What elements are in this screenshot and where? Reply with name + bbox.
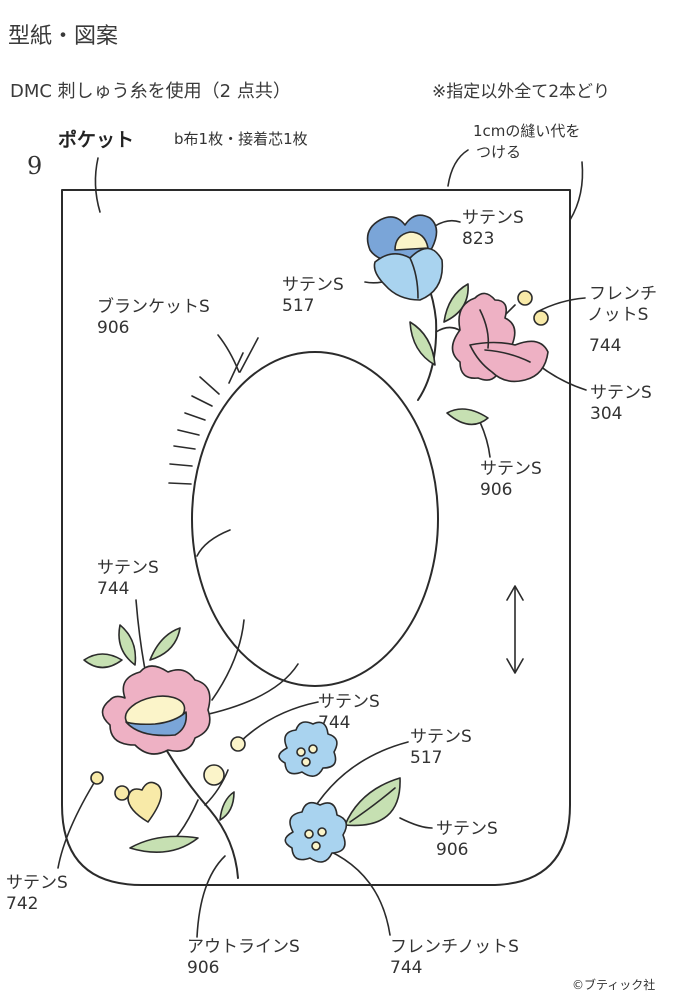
label-stitch: フレンチ	[589, 284, 657, 304]
page-title: 型紙・図案	[8, 24, 119, 49]
label-code: 304	[232, 598, 265, 618]
leaf	[344, 777, 401, 827]
label-stitch: サテンS	[436, 819, 498, 839]
label-code: 744	[390, 958, 423, 978]
leaf	[409, 321, 436, 366]
label-stitch: サテンS	[318, 692, 380, 712]
label-satin-906-bot: サテンS 906	[436, 819, 498, 861]
stem-top	[409, 254, 438, 401]
seam-line-2: つける	[476, 143, 522, 161]
label-satin-906-right: サテンS 906	[480, 459, 542, 501]
seam-leader-corner	[569, 161, 584, 221]
label-stitch: サテンS	[232, 577, 294, 597]
label-satin-744-mid: サテンS 744	[318, 692, 380, 734]
seam-line-1: 1cmの縫い代を	[473, 122, 581, 140]
blanket-stitch-marks	[168, 337, 259, 485]
label-satin-823-top: サテンS 823	[462, 208, 524, 250]
label-stitch: サテンS	[590, 383, 652, 403]
label-stitch: アウトラインS	[187, 937, 300, 957]
pink-flower-bottom	[101, 665, 211, 755]
seam-leader-right	[447, 149, 469, 187]
label-blanket-906: ブランケットS 906	[97, 297, 210, 339]
label-stitch: サテンS	[282, 275, 344, 295]
label-code: 744	[97, 579, 130, 599]
label-cutout: くり抜く	[233, 512, 301, 532]
label-stitch: サテンS	[6, 873, 68, 893]
label-satin-742: サテンS 742	[6, 873, 68, 915]
label-stitch: サテンS	[97, 558, 159, 578]
seam-leader-left	[94, 157, 101, 213]
label-satin-744-left: サテンS 744	[97, 558, 159, 600]
leaf	[443, 283, 469, 323]
label-stitch: サテンS	[480, 459, 542, 479]
label-french-744-top: フレンチ ノットS 744	[587, 284, 657, 357]
strand-note: ※指定以外全て2本どり	[432, 82, 611, 102]
label-stitch: フレンチノットS	[390, 937, 519, 957]
label-code: 906	[97, 318, 130, 338]
label-stitch: ブランケットS	[97, 297, 210, 317]
label-code: 906	[480, 480, 513, 500]
leaf	[219, 791, 235, 821]
leaf	[83, 653, 123, 669]
heart	[127, 781, 163, 823]
grain-arrow	[506, 585, 524, 674]
leaf	[446, 408, 489, 426]
label-french-744-bot: フレンチノットS 744	[390, 937, 519, 979]
label-code: 304	[590, 404, 623, 424]
label-code: 517	[282, 296, 315, 316]
pocket-spec: b布1枚・接着芯1枚	[174, 130, 308, 148]
pattern-number: 9	[27, 152, 43, 180]
label-satin-304-mid: サテンS 304	[232, 577, 294, 619]
label-code: 744	[589, 336, 622, 356]
label-code: 517	[410, 748, 443, 768]
label-code: 823	[292, 651, 325, 671]
seam-allowance-label: 1cmの縫い代を つける	[473, 121, 580, 163]
blue-flower-top	[366, 214, 444, 301]
label-code: 906	[436, 840, 469, 860]
thread-note: DMC 刺しゅう糸を使用（2 点共）	[10, 81, 291, 102]
label-stitch: サテンS	[410, 727, 472, 747]
label-satin-517-top: サテンS 517	[282, 275, 344, 317]
label-code: 744	[318, 713, 351, 733]
copyright: ©ブティック社	[572, 978, 656, 992]
pocket-title: ポケット	[58, 129, 135, 151]
leaf	[129, 835, 199, 854]
label-outline-906: アウトラインS 906	[187, 937, 300, 979]
leaf	[118, 624, 137, 666]
label-satin-517-bot: サテンS 517	[410, 727, 472, 769]
label-code: 742	[6, 894, 39, 914]
label-stitch-2: ノットS	[587, 305, 649, 325]
label-stitch: サテンS	[292, 630, 354, 650]
label-satin-304-right: サテンS 304	[590, 383, 652, 425]
leaf	[149, 627, 181, 661]
label-code: 906	[187, 958, 220, 978]
label-code: 823	[462, 229, 495, 249]
blue-flower-bottom	[284, 801, 348, 863]
label-stitch: サテンS	[462, 208, 524, 228]
stem-bottom	[149, 719, 239, 879]
label-satin-823-mid: サテンS 823	[292, 630, 354, 672]
pink-flower-top	[451, 292, 549, 383]
